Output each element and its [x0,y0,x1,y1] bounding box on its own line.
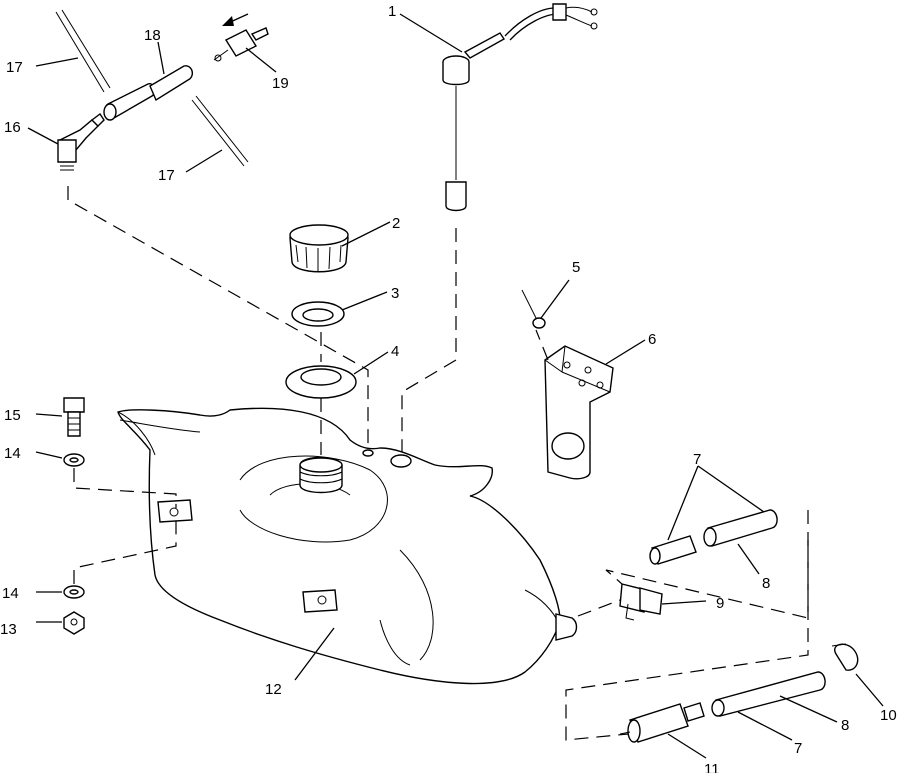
fuel-line-8b [711,671,826,717]
callout-9: 9 [716,595,724,612]
callout-labels: 1 2 3 4 5 6 7 8 9 10 8 7 11 12 13 14 14 … [0,3,897,773]
callout-17b: 17 [158,167,175,184]
nut-13 [63,611,85,635]
callout-16: 16 [4,119,21,136]
callout-8a: 8 [762,575,770,592]
cap-gasket [291,301,345,327]
flow-direction-arrow [222,13,249,26]
callout-1: 1 [388,3,396,20]
fuel-hose [103,65,194,121]
callout-7a: 7 [693,451,701,468]
callout-14a: 14 [4,445,21,462]
hose-tie [55,9,249,167]
callout-19: 19 [272,75,289,92]
callout-14b: 14 [2,585,19,602]
rivet-pin [521,289,546,329]
callout-2: 2 [392,215,400,232]
callout-3: 3 [391,285,399,302]
assembly-lines [67,186,809,741]
filler-seal [285,365,357,399]
callout-8b: 8 [841,717,849,734]
elbow-fitting [57,112,105,171]
washer-14a [63,453,85,467]
callout-7b: 7 [794,740,802,757]
fuel-line-8 [703,509,778,547]
mounting-bracket [544,345,614,480]
fuel-gauge-sender [442,3,598,212]
callout-17a: 17 [6,59,23,76]
hose-connector-7 [649,535,697,565]
callout-4: 4 [391,343,399,360]
fuel-tank [117,407,578,685]
callout-5: 5 [572,259,580,276]
fuel-filter-11 [619,702,705,743]
callout-15: 15 [4,407,21,424]
callout-12: 12 [265,681,282,698]
fuel-filter-check-valve [213,27,269,62]
callout-11: 11 [704,761,720,773]
washer-14b [63,585,85,599]
fuel-cap [289,224,349,273]
callout-6: 6 [648,331,656,348]
leader-lines [27,13,884,759]
callout-18: 18 [144,27,161,44]
hose-clamp-10 [831,643,859,671]
callout-13: 13 [0,621,17,638]
elbow-fitting-9 [619,583,663,621]
callout-10: 10 [880,707,897,724]
bolt-15 [63,397,85,437]
